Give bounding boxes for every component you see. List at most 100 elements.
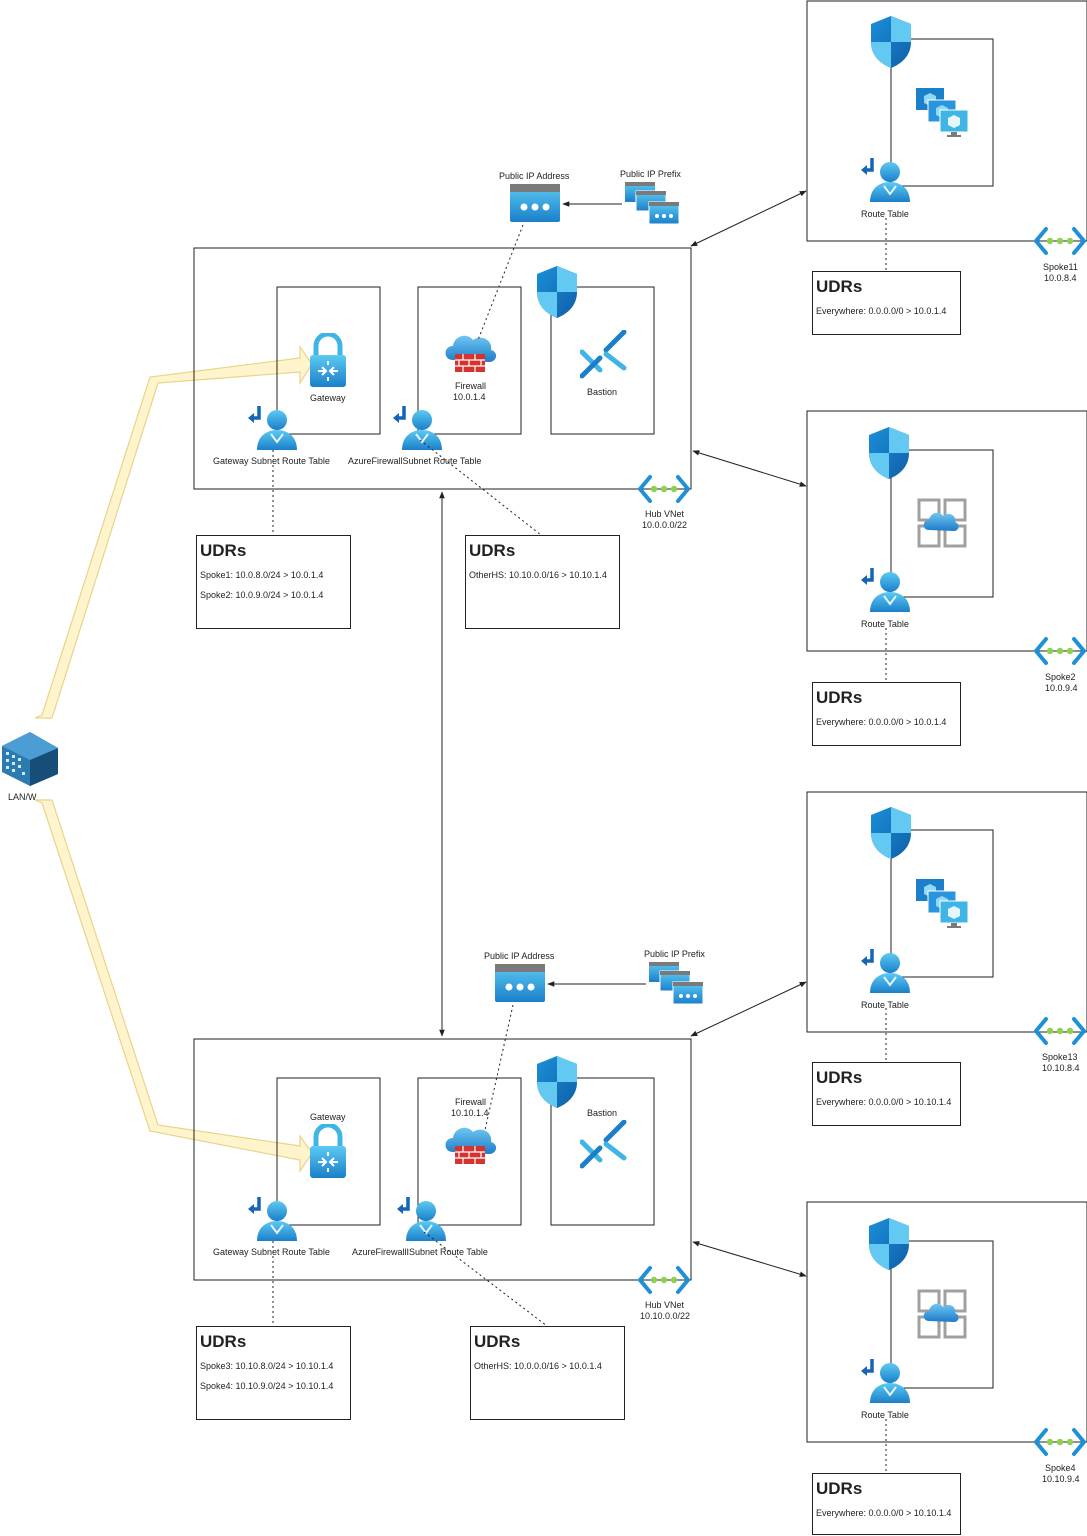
hub2-firewall-udr-box: UDRs OtherHS: 10.0.0.0/16 > 10.0.1.4 xyxy=(470,1326,625,1420)
hub1-gateway-route-table-label: Gateway Subnet Route Table xyxy=(213,456,330,466)
spoke13-name: Spoke13 xyxy=(1042,1052,1078,1062)
spoke2-cidr: 10.0.9.4 xyxy=(1045,683,1078,693)
udr-row: Spoke2: 10.0.9.0/24 > 10.0.1.4 xyxy=(200,590,324,600)
hub1-firewall-subnet xyxy=(417,286,522,435)
hub2-bastion-icon xyxy=(582,1122,624,1166)
hub1-gateway-subnet xyxy=(276,286,381,435)
hub1-bastion-subnet xyxy=(550,286,655,435)
udr-row: Spoke3: 10.10.8.0/24 > 10.10.1.4 xyxy=(200,1361,334,1371)
hub2-gateway-label: Gateway xyxy=(310,1112,346,1122)
spoke4-shield-icon xyxy=(869,1218,909,1270)
udr-row: OtherHS: 10.0.0.0/16 > 10.0.1.4 xyxy=(474,1361,602,1371)
hub2-public-ip-label: Public IP Address xyxy=(484,951,555,961)
hub2-gateway-route-table-icon xyxy=(248,1197,298,1241)
spoke4-route-table-icon xyxy=(861,1359,911,1403)
hub1-public-ip-label: Public IP Address xyxy=(499,171,570,181)
spoke13-shield-icon xyxy=(871,807,911,859)
spoke2-shield-icon xyxy=(869,427,909,479)
spoke11-vm-icon xyxy=(915,87,969,138)
hub2-firewall-route-table-label: AzureFirewallISubnet Route Table xyxy=(352,1247,488,1257)
udr-row: OtherHS: 10.10.0.0/16 > 10.10.1.4 xyxy=(469,570,607,580)
hub2-public-ip-prefix-label: Public IP Prefix xyxy=(644,949,705,959)
udr-title: UDRs xyxy=(816,277,863,296)
spoke11-cidr: 10.0.8.4 xyxy=(1044,273,1077,283)
hub2-bastion-subnet xyxy=(550,1077,655,1226)
udr-title: UDRs xyxy=(474,1332,521,1351)
hub1-gateway-label: Gateway xyxy=(310,393,346,403)
spoke13-udr-box: UDRs Everywhere: 0.0.0.0/0 > 10.10.1.4 xyxy=(812,1062,961,1126)
lan-label: LAN/W xyxy=(8,792,37,802)
spoke13-vm-icon xyxy=(915,878,969,929)
spoke4-cidr: 10.10.9.4 xyxy=(1042,1474,1080,1484)
udr-title: UDRs xyxy=(816,688,863,707)
hub2-firewall-subnet xyxy=(417,1077,522,1226)
spoke4-container xyxy=(806,1201,1087,1443)
spoke4-udr-box: UDRs Everywhere: 0.0.0.0/0 > 10.10.1.4 xyxy=(812,1473,961,1535)
spoke13-route-table-icon xyxy=(861,949,911,993)
hub2-gateway-udr-box: UDRs Spoke3: 10.10.8.0/24 > 10.10.1.4 Sp… xyxy=(196,1326,351,1420)
spoke2-app-icon xyxy=(917,498,967,548)
hub1-public-ip-prefix-icon xyxy=(624,181,680,225)
lan-connection-arrows xyxy=(34,345,313,1173)
hub1-firewall-icon xyxy=(444,335,497,373)
hub2-public-ip-prefix-icon xyxy=(648,961,704,1005)
udr-row: Everywhere: 0.0.0.0/0 > 10.0.1.4 xyxy=(816,306,947,316)
udr-row: Everywhere: 0.0.0.0/0 > 10.10.1.4 xyxy=(816,1097,952,1107)
hub1-bastion-icon xyxy=(582,332,624,376)
spoke13-route-table-label: Route Table xyxy=(861,1000,909,1010)
spoke4-name: Spoke4 xyxy=(1045,1463,1076,1473)
lan-building-icon xyxy=(2,732,58,786)
hub2-gateway-lock-icon xyxy=(310,1125,346,1178)
udr-row: Spoke1: 10.0.8.0/24 > 10.0.1.4 xyxy=(200,570,324,580)
spoke2-route-table-icon xyxy=(861,568,911,612)
spoke11-route-table-label: Route Table xyxy=(861,209,909,219)
hub2-firewall-icon xyxy=(444,1127,497,1165)
hub2-shield-icon xyxy=(537,1056,577,1108)
hub1-firewall-route-table-icon xyxy=(393,406,443,450)
hub2-bastion-label: Bastion xyxy=(587,1108,618,1118)
hub2-firewall-route-table-icon xyxy=(397,1197,447,1241)
spoke4-route-table-label: Route Table xyxy=(861,1410,909,1420)
hub1-public-ip-prefix-label: Public IP Prefix xyxy=(620,169,681,179)
hub1-firewall-ip: 10.0.1.4 xyxy=(453,392,486,402)
hub1-bastion-label: Bastion xyxy=(587,387,618,397)
hub1-firewall-label: Firewall xyxy=(455,381,487,391)
spoke2-route-table-label: Route Table xyxy=(861,619,909,629)
hub1-gateway-lock-icon xyxy=(310,334,346,387)
hub2-public-ip-icon xyxy=(495,964,545,1002)
udr-row: Everywhere: 0.0.0.0/0 > 10.0.1.4 xyxy=(816,717,947,727)
hub1-firewall-udr-box: UDRs OtherHS: 10.10.0.0/16 > 10.10.1.4 xyxy=(465,535,620,629)
hub2-vnet-container xyxy=(193,1038,692,1281)
hub2-gateway-subnet xyxy=(276,1077,381,1226)
spoke11-container xyxy=(806,0,1087,242)
hub2-vnet-cidr: 10.10.0.0/22 xyxy=(640,1311,691,1321)
hub1-firewall-route-table-label: AzureFirewallSubnet Route Table xyxy=(348,456,482,466)
hub2-firewall-label: Firewall xyxy=(455,1097,487,1107)
spoke13-container xyxy=(806,791,1087,1033)
hub2-gateway-route-table-label: Gateway Subnet Route Table xyxy=(213,1247,330,1257)
spoke2-container xyxy=(806,410,1087,652)
hub1-gateway-route-table-icon xyxy=(248,406,298,450)
spoke11-udr-box: UDRs Everywhere: 0.0.0.0/0 > 10.0.1.4 xyxy=(812,271,961,335)
spoke13-cidr: 10.10.8.4 xyxy=(1042,1063,1080,1073)
hub1-shield-icon xyxy=(537,266,577,318)
hub1-gateway-udr-box: UDRs Spoke1: 10.0.8.0/24 > 10.0.1.4 Spok… xyxy=(196,535,351,629)
spoke4-app-icon xyxy=(917,1289,967,1339)
spoke11-name: Spoke11 xyxy=(1043,262,1078,272)
hub1-public-ip-icon xyxy=(510,184,560,222)
udr-row: Spoke4: 10.10.9.0/24 > 10.10.1.4 xyxy=(200,1381,334,1391)
udr-title: UDRs xyxy=(469,541,516,560)
spoke2-udr-box: UDRs Everywhere: 0.0.0.0/0 > 10.0.1.4 xyxy=(812,682,961,746)
hub2-vnet-label: Hub VNet xyxy=(645,1300,685,1310)
hub2-firewall-ip: 10.10.1.4 xyxy=(451,1108,489,1118)
spoke11-shield-icon xyxy=(871,16,911,68)
udr-title: UDRs xyxy=(200,541,247,560)
hub1-vnet-label: Hub VNet xyxy=(645,509,685,519)
spoke11-route-table-icon xyxy=(861,158,911,202)
udr-title: UDRs xyxy=(816,1068,863,1087)
hub1-vnet-container xyxy=(193,247,692,490)
hub1-vnet-cidr: 10.0.0.0/22 xyxy=(642,520,688,530)
spoke13-vnet-icon xyxy=(1034,1017,1086,1045)
udr-title: UDRs xyxy=(200,1332,247,1351)
